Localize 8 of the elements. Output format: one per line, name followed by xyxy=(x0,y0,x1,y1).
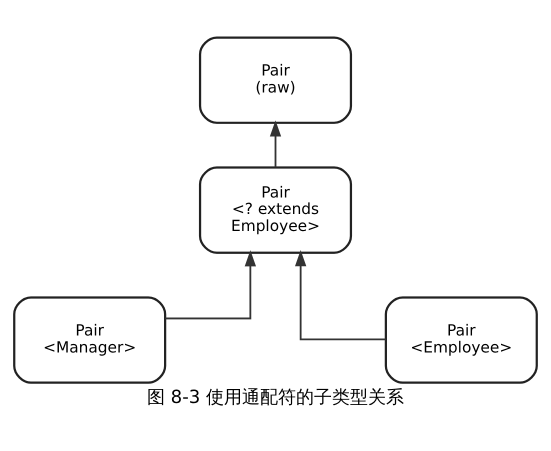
arrow xyxy=(165,250,256,320)
node-box: Pair <Employee> xyxy=(384,296,538,384)
arrow xyxy=(294,250,386,340)
arrow xyxy=(270,120,282,168)
node-box: Pair <Manager> xyxy=(13,296,166,384)
node-box: Pair <? extends Employee> xyxy=(198,166,352,254)
caption: 图 8-3 使用通配符的子类型关系 xyxy=(146,386,404,408)
node-box: Pair (raw) xyxy=(198,36,352,124)
